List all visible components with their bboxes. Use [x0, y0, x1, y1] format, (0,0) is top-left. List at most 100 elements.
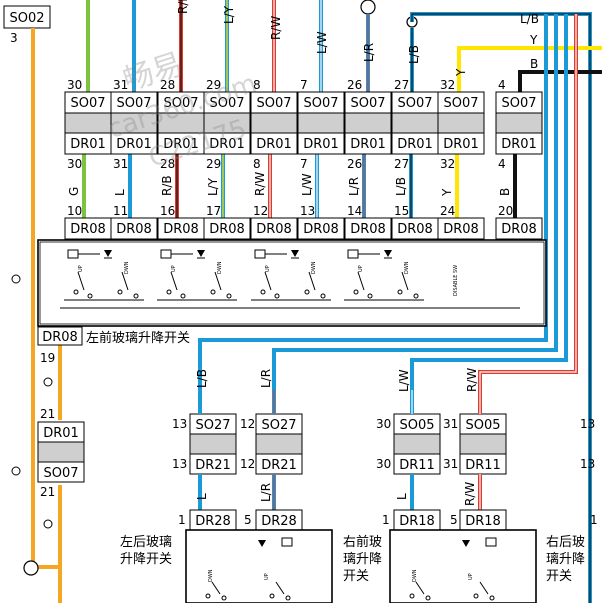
dr08-pin: 12	[253, 204, 268, 218]
wire-lb-lower: L/B	[195, 369, 209, 388]
so05-a-label: SO05	[399, 418, 434, 433]
dr01-pin-21: 21	[40, 407, 55, 421]
front-right-switch-box	[389, 529, 537, 603]
dr08-pin: 11	[113, 204, 128, 218]
so07-pin: 31	[113, 78, 128, 92]
motor-relay-icon	[485, 537, 497, 547]
wire-code-mid: G	[67, 187, 81, 196]
front-right-label-1: 右前玻	[343, 534, 382, 550]
watermark-line-1: 畅易	[119, 47, 187, 99]
terminal-circle	[11, 466, 21, 476]
dr01-pin: 31	[113, 157, 128, 171]
dr01-label: DR01	[350, 137, 386, 152]
so27-a-pin: 13	[172, 417, 187, 431]
dr08-label: DR08	[256, 222, 292, 237]
connector-gap	[255, 433, 303, 455]
dr01-pin: 8	[253, 157, 261, 171]
rear-right-label-2: 璃升降	[546, 552, 585, 567]
lower-section: L/B L/R L/W R/W 13 SO27 12 SO27 13 DR21 …	[120, 368, 598, 603]
switch-arm	[170, 271, 178, 291]
front-right-label-3: 开关	[343, 569, 369, 584]
so07-label: SO07	[443, 96, 478, 111]
bus-y-label: Y	[529, 33, 538, 47]
wire-code-top-lr: L/R	[362, 43, 376, 62]
wire-code-mid: L/Y	[206, 177, 220, 196]
so05-b-pin: 31	[443, 417, 458, 431]
contact-circle	[180, 293, 186, 299]
switch-arm	[77, 271, 85, 291]
so27-b-pin: 12	[240, 417, 255, 431]
contact-circle	[269, 593, 275, 599]
connector-gap	[393, 433, 441, 455]
dr08-box	[297, 217, 345, 240]
dr08-label: DR08	[501, 222, 537, 237]
dr01-label: DR01	[501, 137, 537, 152]
dr01-label: DR01	[256, 137, 292, 152]
contact-circle	[87, 293, 93, 299]
connector-gap	[391, 112, 439, 134]
dr21-b-box	[255, 453, 303, 475]
dr01-pin: 7	[300, 157, 308, 171]
dr08-pin: 14	[347, 204, 362, 218]
dr28-a-pin: 1	[178, 513, 186, 527]
front-right-label-2: 璃升降	[343, 552, 382, 567]
dr08-box	[437, 217, 485, 240]
so07-label: SO07	[163, 96, 198, 111]
down-label: DWN	[404, 261, 410, 274]
wire-code-mid: L/B	[394, 177, 408, 196]
right-bus-downlines	[198, 14, 578, 390]
led-icon	[104, 250, 112, 257]
dr01-label: DR01	[163, 137, 199, 152]
so07-pin: 4	[498, 78, 506, 92]
so07-side-box	[37, 461, 85, 483]
rear-left-switch-box	[185, 529, 333, 603]
dr08-box	[250, 217, 298, 240]
wire-code-mid: Y	[440, 188, 454, 197]
contact-circle	[210, 289, 216, 295]
splice-circle	[360, 0, 376, 15]
switch-arm	[415, 581, 425, 595]
led-icon	[291, 250, 299, 257]
wire-code-top-rb: R/B	[176, 0, 190, 14]
so07-label: SO07	[209, 96, 244, 111]
wire-code-mid: B	[498, 188, 512, 196]
down-label: DWN	[124, 261, 130, 274]
dr08-pin: 20	[498, 204, 513, 218]
dr01-label: DR01	[70, 137, 106, 152]
edge-pin-b: 13	[580, 457, 595, 471]
upper-wire-codes: R/B L/Y R/W L/W L/R L/B Y	[176, 0, 468, 77]
dr08-pin: 15	[394, 204, 409, 218]
wire-code-mid: L	[113, 189, 127, 196]
wire-code-top-ly: L/Y	[222, 5, 236, 24]
contact-circle	[397, 289, 403, 295]
switch-arm	[264, 271, 272, 291]
wire-rw-lower-2: R/W	[463, 482, 477, 506]
dr01-label: DR01	[116, 137, 152, 152]
dr01-pin: 32	[440, 157, 455, 171]
switch-arm	[121, 271, 129, 291]
contact-circle	[117, 289, 123, 295]
wire-l-lower: L	[195, 493, 209, 500]
switch-arm	[275, 581, 285, 595]
connector-gap	[459, 433, 507, 455]
down-label: DWN	[217, 261, 223, 274]
dr28-a-label: DR28	[195, 514, 231, 529]
dr08-pin: 10	[67, 204, 82, 218]
dr28-b-pin: 5	[244, 513, 252, 527]
dr18-b-pin: 5	[450, 513, 458, 527]
wire-code-top-rw: R/W	[269, 16, 283, 40]
contact-circle	[367, 293, 373, 299]
bus-lb-label: L/B	[520, 12, 539, 26]
connector-gap	[297, 112, 345, 134]
dr21-a-box	[189, 453, 237, 475]
so07-pin: 30	[67, 78, 82, 92]
dr01-box	[110, 132, 158, 155]
switch-arm	[401, 271, 409, 291]
so07-pin: 7	[300, 78, 308, 92]
so05-b-label: SO05	[465, 418, 500, 433]
